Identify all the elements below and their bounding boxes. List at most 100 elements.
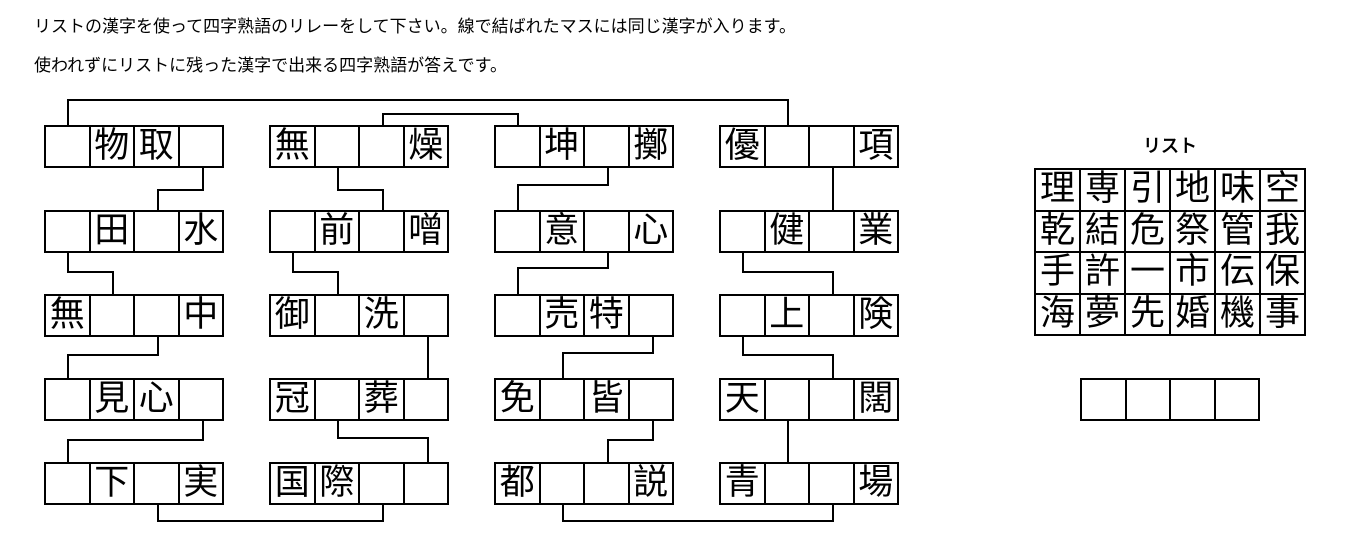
puzzle-cell-r3b4c3	[810, 296, 853, 335]
puzzle-cell-r4b3c1: 免	[496, 380, 539, 419]
connector-7	[67, 253, 114, 294]
puzzle-box-r5-b4: 青場	[719, 462, 899, 505]
puzzle-cell-r1b1c2: 物	[90, 127, 133, 166]
puzzle-cell-r5b4c4: 場	[854, 464, 897, 503]
puzzle-cell-r2b3c3	[585, 212, 628, 251]
puzzle-cell-r4b3c3: 皆	[585, 380, 628, 419]
puzzle-cell-r5b1c2: 下	[90, 464, 133, 503]
puzzle-cell-r5b1c1	[46, 464, 89, 503]
puzzle-cell-r4b1c4	[179, 380, 222, 419]
puzzle-cell-r3b3c3: 特	[585, 296, 628, 335]
connector-15	[67, 421, 204, 462]
puzzle-cell-r3b2c2	[315, 296, 358, 335]
puzzle-cell-r2b1c3	[135, 212, 178, 251]
list-cell-r3c5: 伝	[1216, 253, 1259, 293]
puzzle-cell-r3b3c2: 売	[540, 296, 583, 335]
puzzle-cell-r4b4c3	[810, 380, 853, 419]
connector-5	[517, 168, 609, 210]
puzzle-cell-r4b2c2	[315, 380, 358, 419]
puzzle-cell-r2b1c2: 田	[90, 212, 133, 251]
puzzle-cell-r5b1c3	[135, 464, 178, 503]
puzzle-box-r4-b3: 免皆	[494, 378, 674, 421]
puzzle-cell-r1b2c3	[360, 127, 403, 166]
puzzle-cell-r2b1c4: 水	[179, 212, 222, 251]
puzzle-cell-r3b2c4	[404, 296, 447, 335]
answer-cell-1	[1082, 380, 1125, 419]
connector-10	[742, 253, 834, 294]
list-cell-r2c1: 乾	[1036, 211, 1079, 251]
puzzle-cell-r1b3c3	[585, 127, 628, 166]
connector-3	[157, 168, 204, 210]
list-cell-r1c2: 専	[1081, 170, 1124, 210]
puzzle-cell-r3b4c4: 険	[854, 296, 897, 335]
answer-cell-4	[1215, 380, 1258, 419]
list-cell-r1c1: 理	[1036, 170, 1079, 210]
connector-2	[382, 113, 519, 125]
puzzle-cell-r2b4c2: 健	[765, 212, 808, 251]
instruction-line-2: 使われずにリストに残った漢字で出来る四字熟語が答えです。	[34, 56, 507, 76]
puzzle-cell-r2b3c1	[496, 212, 539, 251]
list-cell-r3c2: 許	[1081, 253, 1124, 293]
puzzle-cell-r1b2c2	[315, 127, 358, 166]
puzzle-cell-r3b1c4: 中	[179, 296, 222, 335]
puzzle-box-r1-b2: 無燥	[269, 125, 449, 168]
list-cell-r2c6: 我	[1261, 211, 1304, 251]
puzzle-cell-r5b2c2: 際	[315, 464, 358, 503]
puzzle-cell-r3b3c4	[629, 296, 672, 335]
puzzle-cell-r2b3c4: 心	[629, 212, 672, 251]
list-cell-r1c6: 空	[1261, 170, 1304, 210]
puzzle-cell-r1b2c4: 燥	[404, 127, 447, 166]
puzzle-cell-r2b2c2: 前	[315, 212, 358, 251]
puzzle-cell-r5b3c4: 説	[629, 464, 672, 503]
puzzle-cell-r1b4c2	[765, 127, 808, 166]
connector-9	[517, 253, 609, 294]
puzzle-cell-r1b2c1: 無	[271, 127, 314, 166]
puzzle-cell-r2b2c1	[271, 212, 314, 251]
puzzle-cell-r5b2c1: 国	[271, 464, 314, 503]
puzzle-cell-r4b1c1	[46, 380, 89, 419]
puzzle-cell-r4b1c3: 心	[135, 380, 178, 419]
puzzle-cell-r4b3c4	[629, 380, 672, 419]
puzzle-box-r2-b3: 意心	[494, 210, 674, 253]
puzzle-box-r2-b4: 健業	[719, 210, 899, 253]
puzzle-cell-r4b2c3: 葬	[360, 380, 403, 419]
list-cell-r4c5: 機	[1216, 294, 1259, 334]
puzzle-cell-r3b2c3: 洗	[360, 296, 403, 335]
puzzle-box-r5-b3: 都説	[494, 462, 674, 505]
connector-1	[67, 99, 789, 125]
list-cell-r3c1: 手	[1036, 253, 1079, 293]
list-title: リスト	[1143, 136, 1197, 157]
puzzle-cell-r2b4c3	[810, 212, 853, 251]
list-cell-r1c4: 地	[1171, 170, 1214, 210]
puzzle-box-r3-b1: 無中	[44, 294, 224, 337]
puzzle-cell-r1b3c1	[496, 127, 539, 166]
puzzle-cell-r4b4c1: 天	[721, 380, 764, 419]
puzzle-box-r1-b3: 坤擲	[494, 125, 674, 168]
list-cell-r2c3: 危	[1126, 211, 1169, 251]
puzzle-cell-r3b1c1: 無	[46, 296, 89, 335]
puzzle-box-r2-b2: 前噌	[269, 210, 449, 253]
puzzle-cell-r5b3c3	[585, 464, 628, 503]
answer-cell-2	[1126, 380, 1169, 419]
puzzle-box-r1-b4: 優項	[719, 125, 899, 168]
puzzle-cell-r1b1c1	[46, 127, 89, 166]
list-cell-r1c3: 引	[1126, 170, 1169, 210]
puzzle-cell-r5b3c2	[540, 464, 583, 503]
puzzle-cell-r2b2c4: 噌	[404, 212, 447, 251]
puzzle-cell-r1b4c3	[810, 127, 853, 166]
list-cell-r4c2: 夢	[1081, 294, 1124, 334]
puzzle-box-r2-b1: 田水	[44, 210, 224, 253]
connector-16	[337, 421, 429, 462]
puzzle-cell-r2b3c2: 意	[540, 212, 583, 251]
puzzle-cell-r1b4c4: 項	[854, 127, 897, 166]
list-cell-r1c5: 味	[1216, 170, 1259, 210]
connector-8	[292, 253, 339, 294]
list-cell-r4c3: 先	[1126, 294, 1169, 334]
puzzle-cell-r3b4c1	[721, 296, 764, 335]
puzzle-cell-r3b3c1	[496, 296, 539, 335]
puzzle-cell-r2b1c1	[46, 212, 89, 251]
puzzle-box-r5-b1: 下実	[44, 462, 224, 505]
puzzle-cell-r1b4c1: 優	[721, 127, 764, 166]
